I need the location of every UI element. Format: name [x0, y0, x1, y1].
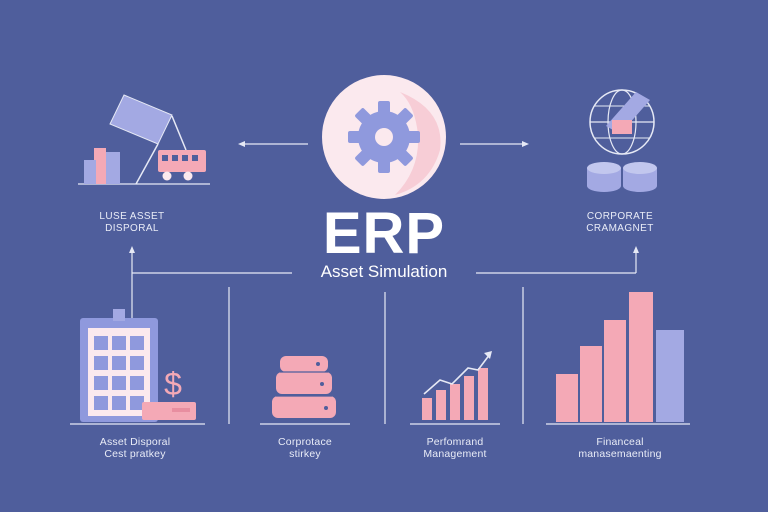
- bottom-label-1-line1: Asset Disporal: [99, 436, 171, 448]
- ledger-dollar-icon: $: [80, 309, 196, 422]
- top-right-label: CORPORATE CRAMAGNET: [560, 211, 680, 235]
- erp-title: ERP: [322, 201, 446, 266]
- top-left-label-line1: LUSE ASSET: [99, 211, 165, 222]
- gear-icon: [322, 75, 446, 199]
- bottom-label-4-line2: manasemaenting: [578, 448, 662, 460]
- bottom-label-4-line1: Financeal: [596, 436, 644, 448]
- asset-disposal-truck-icon: [84, 94, 206, 185]
- top-left-label: LUSE ASSET DISPORAL: [72, 211, 192, 235]
- bottom-label-1-line2: Cest pratkey: [104, 448, 166, 460]
- svg-text:$: $: [164, 366, 182, 402]
- erp-subtitle: Asset Simulation: [320, 262, 448, 281]
- bar-chart-icon: [556, 292, 684, 422]
- bottom-label-2-line2: stirkey: [289, 448, 321, 460]
- top-right-label-line1: CORPORATE: [586, 211, 654, 222]
- bottom-label-1: Asset Disporal Cest pratkey: [70, 436, 200, 460]
- bottom-label-3: Perfomrand Management: [400, 436, 510, 460]
- bottom-label-2: Corprotace stirkey: [250, 436, 360, 460]
- bottom-label-3-line2: Management: [423, 448, 487, 460]
- top-left-label-line2: DISPORAL: [105, 223, 159, 234]
- stacked-discs-icon: [272, 356, 336, 418]
- globe-coins-icon: [587, 89, 657, 192]
- bottom-label-2-line1: Corprotace: [278, 436, 332, 448]
- bottom-label-3-line1: Perfomrand: [426, 436, 484, 448]
- top-right-label-line2: CRAMAGNET: [586, 223, 654, 234]
- growth-chart-icon: [422, 351, 492, 420]
- connectors: [70, 141, 690, 425]
- bottom-label-4: Financeal manasemaenting: [555, 436, 685, 460]
